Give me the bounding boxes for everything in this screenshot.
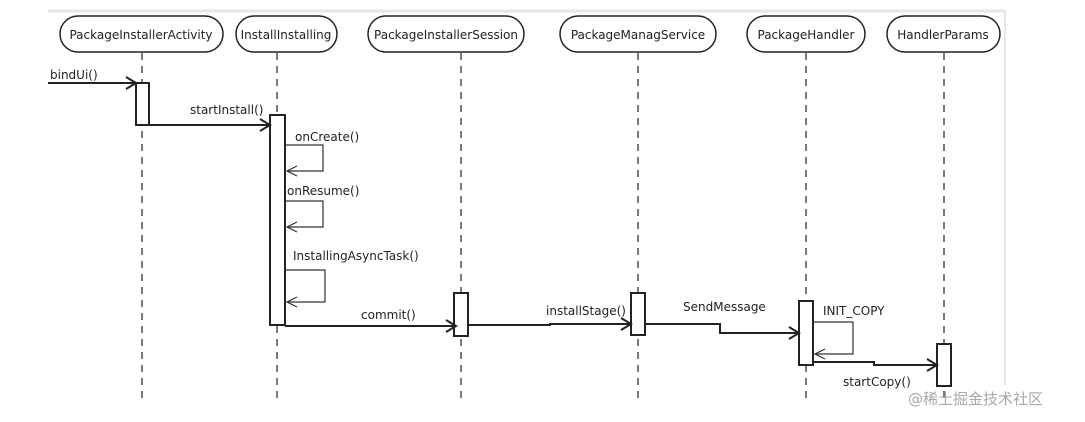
activation-bar [269, 114, 286, 326]
participant-box [59, 15, 224, 53]
participant-label: PackageInstallerActivity [69, 28, 212, 42]
participant-box [367, 15, 525, 53]
message-label: commit() [361, 308, 416, 322]
message-label: onCreate() [295, 130, 359, 144]
participant-label: PackageManagService [571, 28, 705, 42]
participant-box [746, 15, 866, 53]
message-label: INIT_COPY [823, 304, 885, 318]
participant-label: InstallInstalling [241, 28, 332, 42]
participant-label: PackageInstallerSession [374, 28, 518, 42]
activation-bar [936, 343, 952, 387]
message-label: InstallingAsyncTask() [293, 249, 419, 263]
message-label: onResume() [287, 184, 359, 198]
activation-bar [630, 292, 646, 336]
message-label: startInstall() [190, 103, 263, 117]
participant-label: PackageHandler [758, 28, 855, 42]
message-label: bindUi() [50, 68, 98, 82]
participant-label: HandlerParams [897, 28, 989, 42]
message-label: SendMessage [683, 300, 766, 314]
participant-box [886, 15, 1001, 53]
activation-bar [798, 300, 814, 366]
activation-bar [453, 292, 469, 337]
watermark: @稀土掘金技术社区 [908, 390, 1044, 408]
message-label: installStage() [546, 304, 626, 318]
activation-bar [135, 82, 150, 126]
message-label: startCopy() [843, 375, 911, 389]
participant-box [235, 15, 338, 53]
participant-box [559, 15, 717, 53]
